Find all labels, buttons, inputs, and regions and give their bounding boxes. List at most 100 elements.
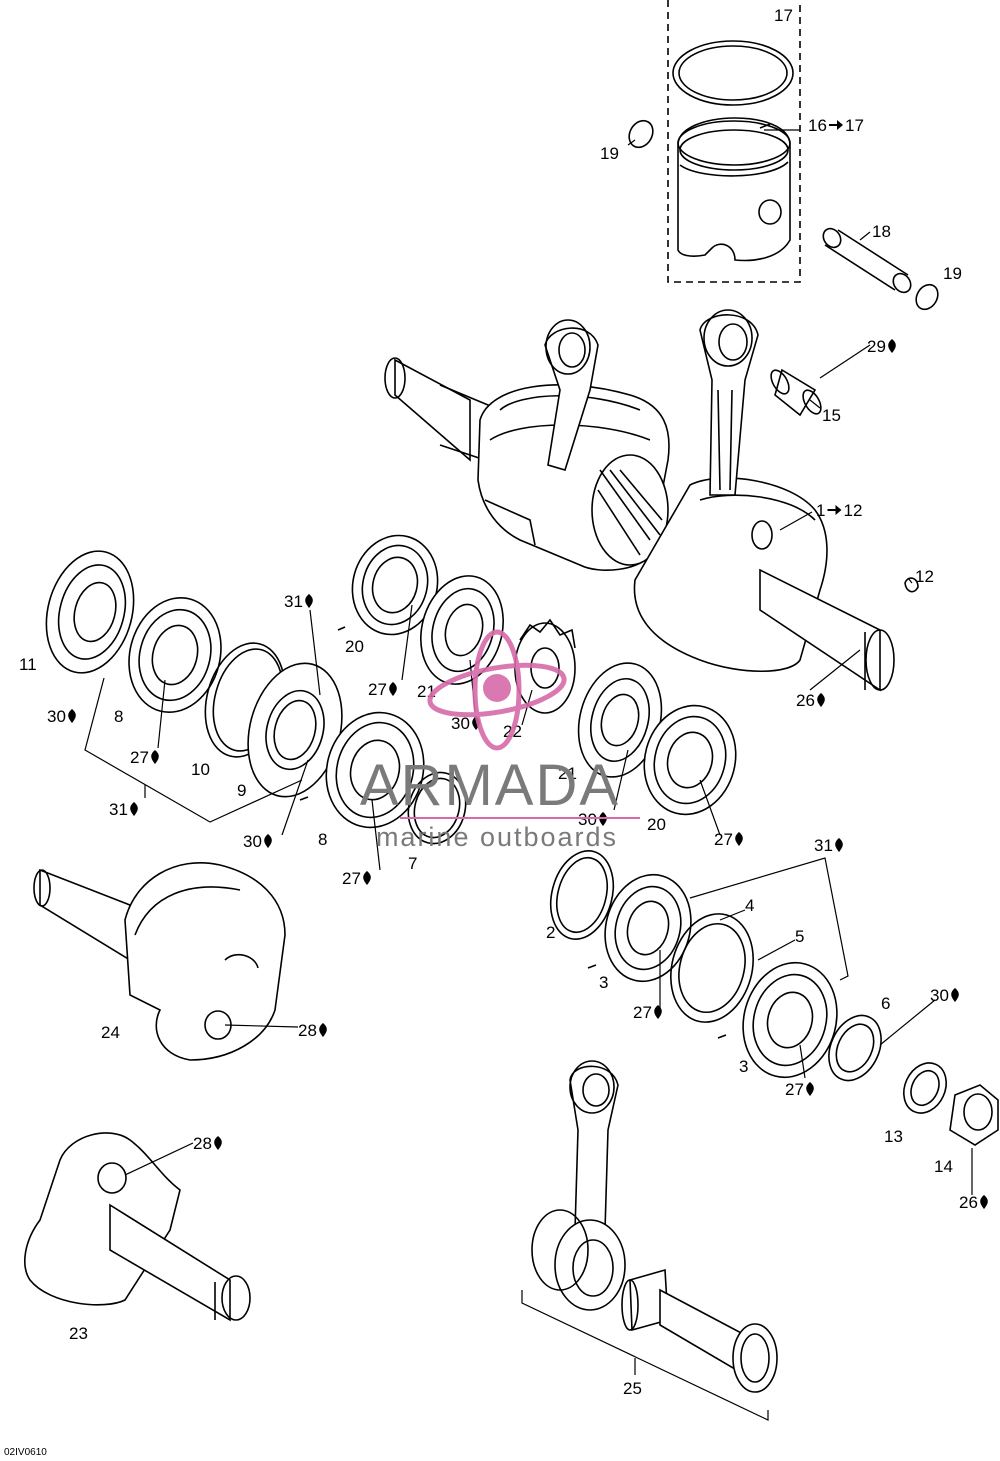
callout-number: 9 [237, 781, 246, 800]
armada-watermark: ARMADA marine outboards [360, 629, 640, 852]
callout-number: 3 [599, 973, 608, 992]
callout-number: 27 [130, 748, 149, 767]
callout-2: 2 [546, 923, 555, 942]
callout-20: 20 [345, 637, 364, 656]
callout-number: 20 [345, 637, 364, 656]
callout-number: 23 [69, 1324, 88, 1343]
callout-3: 3 [739, 1057, 748, 1076]
callout-number: 29 [867, 337, 886, 356]
callout-20: 20 [647, 815, 666, 834]
callout-number: 7 [408, 854, 417, 873]
dowel-pins [299, 626, 727, 1039]
callout-number: 26 [796, 691, 815, 710]
callout-number: 28 [298, 1021, 317, 1040]
ring-4 [670, 913, 754, 1023]
callout-30: 30 [47, 707, 76, 726]
callout-1-to-12: 1 12 [816, 501, 862, 520]
watermark-brand: ARMADA [360, 753, 620, 818]
drawing-code: 02IV0610 [4, 1447, 47, 1458]
oil-drop-icon [951, 988, 959, 1002]
callout-number: 26 [959, 1193, 978, 1212]
crank-pin-25 [659, 1288, 778, 1393]
oil-seal-6 [828, 1014, 882, 1082]
oil-drop-icon [980, 1195, 988, 1209]
callout-9: 9 [237, 781, 246, 800]
piston-circlip-upper [628, 119, 654, 149]
callout-18: 18 [872, 222, 891, 241]
callout-5: 5 [795, 927, 804, 946]
callout-31: 31 [284, 592, 313, 611]
callout-25: 25 [623, 1379, 642, 1398]
oil-drop-icon [654, 1005, 662, 1019]
leader-lines [84, 129, 973, 1375]
piston-pin [822, 227, 912, 294]
callout-26: 26 [959, 1193, 988, 1212]
callout-number: 24 [101, 1023, 120, 1042]
callout-number: 13 [884, 1127, 903, 1146]
callout-number: 15 [822, 406, 841, 425]
callout-19: 19 [943, 264, 962, 283]
callout-number: 1 [816, 501, 825, 520]
callout-15: 15 [822, 406, 841, 425]
callout-7: 7 [408, 854, 417, 873]
callout-27: 27 [633, 1003, 662, 1022]
callout-number: 16 [808, 116, 827, 135]
callout-number: 30 [47, 707, 66, 726]
watermark-tagline: marine outboards [376, 822, 618, 852]
callout-number: 30 [451, 714, 470, 733]
callout-number: 30 [578, 810, 597, 829]
callout-31: 31 [814, 836, 843, 855]
oil-drop-icon [130, 802, 138, 816]
arrow-right-icon [829, 120, 843, 130]
connecting-rod-25 [531, 1060, 626, 1311]
needle-bearing-upper [770, 368, 822, 417]
callout-26: 26 [796, 691, 825, 710]
crank-half-23 [24, 1132, 251, 1322]
callout-number: 25 [623, 1379, 642, 1398]
oil-drop-icon [68, 709, 76, 723]
callout-23: 23 [69, 1324, 88, 1343]
callout-number: 27 [368, 680, 387, 699]
callout-21: 21 [558, 764, 577, 783]
ball-bearing-8-center [325, 711, 425, 829]
oil-drop-icon [319, 1023, 327, 1037]
callout-6: 6 [881, 994, 890, 1013]
needle-bearing-25 [621, 1268, 669, 1332]
oil-drop-icon [817, 693, 825, 707]
oil-drop-icon [888, 339, 896, 353]
callout-4: 4 [745, 896, 754, 915]
callout-number: 10 [191, 760, 210, 779]
callout-27: 27 [785, 1080, 814, 1099]
armada-logo-icon [427, 629, 567, 751]
shim-2 [549, 850, 615, 940]
callout-number: 2 [546, 923, 555, 942]
callout-number: 6 [881, 994, 890, 1013]
callout-number: 27 [633, 1003, 652, 1022]
callout-30: 30 [243, 832, 272, 851]
callout-range-end: 17 [845, 116, 864, 135]
crank-half-24 [33, 862, 286, 1061]
arrow-right-icon [827, 505, 842, 515]
piston-ring [672, 40, 794, 106]
oil-seal-11 [45, 550, 135, 674]
callout-number: 19 [600, 144, 619, 163]
nut-14 [949, 1084, 999, 1146]
oil-drop-icon [806, 1082, 814, 1096]
ring-7 [407, 771, 467, 845]
callout-number: 21 [558, 764, 577, 783]
callout-27: 27 [342, 869, 371, 888]
callout-number: 31 [284, 592, 303, 611]
callout-28: 28 [193, 1134, 222, 1153]
callout-27: 27 [368, 680, 397, 699]
ball-bearing-20-lower [643, 704, 737, 816]
callout-14: 14 [934, 1157, 953, 1176]
oil-drop-icon [264, 834, 272, 848]
callout-19: 19 [600, 144, 619, 163]
callout-27: 27 [130, 748, 159, 767]
oil-drop-icon [835, 838, 843, 852]
callout-number: 18 [872, 222, 891, 241]
callout-range-end: 12 [844, 501, 863, 520]
